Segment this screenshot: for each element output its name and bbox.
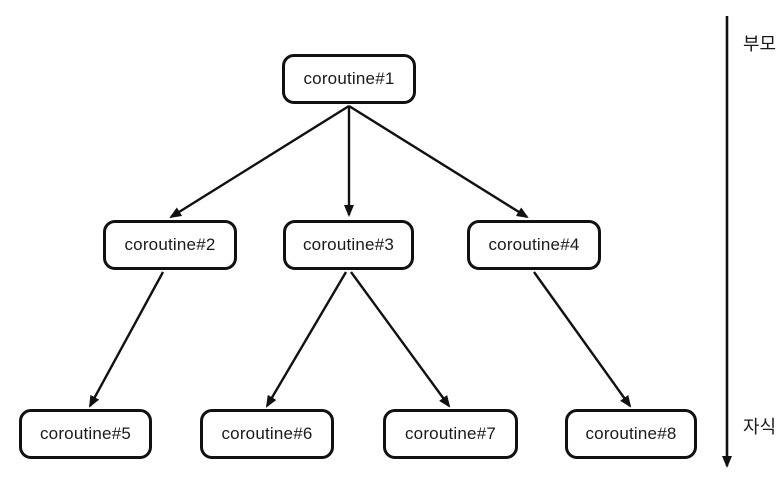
node-coroutine-5: coroutine#5	[19, 409, 152, 459]
node-coroutine-8: coroutine#8	[565, 409, 697, 459]
axis-child-label: 자식	[743, 417, 777, 437]
edge-1-2-arrow	[169, 104, 350, 219]
node-coroutine-3: coroutine#3	[283, 220, 414, 270]
edge-1-4-arrow	[348, 104, 529, 219]
edge-3-6-arrow	[265, 271, 348, 408]
axis-parent-label: 부모	[743, 34, 777, 54]
node-coroutine-7: coroutine#7	[383, 409, 518, 459]
edge-2-5-arrow	[88, 271, 165, 408]
node-coroutine-1: coroutine#1	[282, 54, 416, 104]
node-coroutine-4: coroutine#4	[467, 220, 601, 270]
edge-4-8-arrow	[533, 271, 632, 408]
node-coroutine-6: coroutine#6	[200, 409, 334, 459]
edge-3-7-arrow	[350, 271, 451, 408]
node-coroutine-2: coroutine#2	[103, 220, 237, 270]
